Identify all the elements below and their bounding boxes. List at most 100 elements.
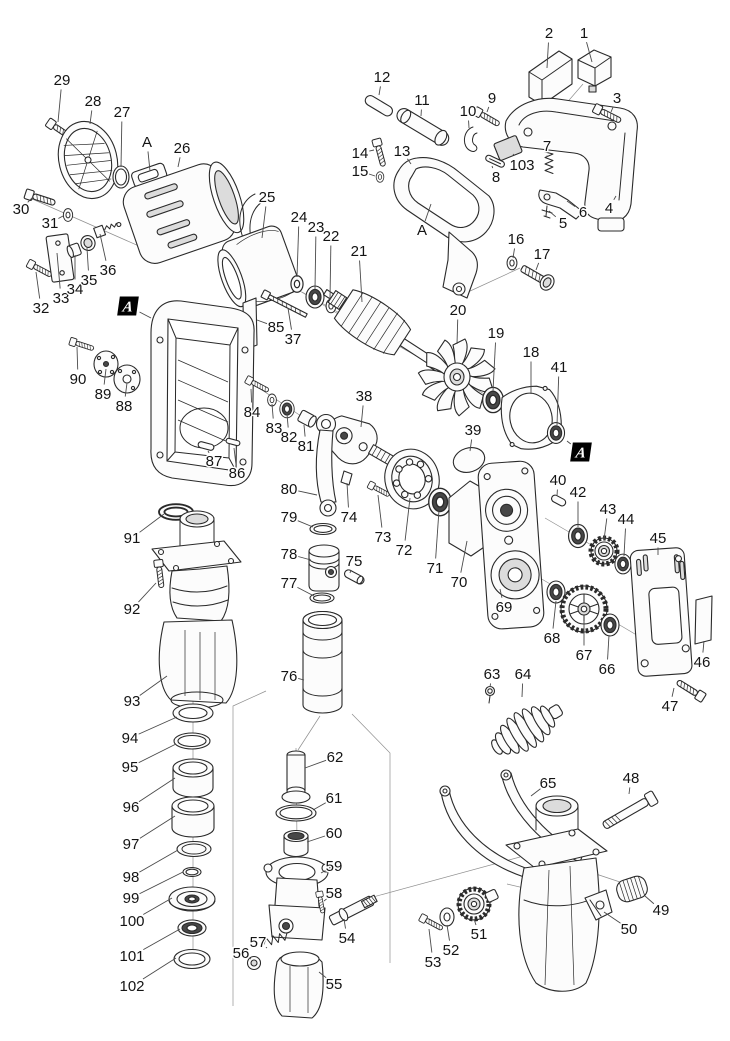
leader-line-9 (486, 106, 490, 113)
leader-line-91 (139, 513, 165, 533)
leader-line-8 (491, 165, 494, 169)
leader-line-77 (297, 586, 315, 597)
part-number-label-41: 41 (551, 359, 568, 376)
leader-line-A (147, 151, 151, 172)
leader-line-43 (603, 518, 608, 541)
part-shape-96-sleeve (172, 758, 214, 798)
leader-line-66 (607, 634, 610, 660)
part-number-label-83: 83 (266, 420, 283, 437)
leader-line-37 (287, 307, 292, 330)
leader-line-56 (248, 957, 252, 960)
svg-text:A: A (121, 300, 134, 316)
leader-line-80 (298, 490, 318, 496)
leader-line-41 (556, 376, 560, 426)
svg-text:A: A (574, 446, 587, 462)
part-number-label-2: 2 (545, 25, 553, 42)
leader-line-20 (456, 319, 459, 345)
part-number-label-53: 53 (425, 954, 442, 971)
part-shape-11-tube (396, 108, 450, 146)
part-number-label-35: 35 (81, 272, 98, 289)
part-number-label-99: 99 (123, 890, 140, 907)
part-number-label-42: 42 (570, 484, 587, 501)
part-shape-37-long-screw (260, 289, 308, 318)
part-shape-103-block (493, 135, 523, 161)
part-number-label-91: 91 (124, 530, 141, 547)
leader-line-24 (296, 226, 300, 278)
part-number-label-100: 100 (119, 913, 144, 930)
leader-line-60 (306, 835, 326, 843)
part-number-label-84: 84 (244, 404, 261, 421)
part-number-label-63: 63 (484, 666, 501, 683)
leader-line-2 (546, 42, 549, 69)
leader-line-14 (369, 149, 375, 152)
leader-line-22 (329, 245, 332, 300)
part-number-label-23: 23 (308, 219, 325, 236)
part-shape-60-sleeve (283, 829, 309, 858)
part-number-label-89: 89 (95, 386, 112, 403)
part-shape-59-flange-housing (263, 856, 331, 941)
part-number-label-94: 94 (122, 730, 139, 747)
leader-line-25 (261, 206, 267, 239)
leader-line-29 (57, 89, 62, 123)
part-shape-47-screw (674, 677, 707, 704)
part-number-label-80: 80 (281, 481, 298, 498)
leader-line-103 (512, 153, 515, 156)
view-marker-badge: A (570, 442, 592, 462)
leader-line-71 (435, 509, 440, 559)
leader-line-19 (492, 342, 496, 392)
part-number-label-74: 74 (341, 509, 358, 526)
leader-line-36 (99, 233, 107, 261)
leader-line-12 (378, 86, 381, 96)
part-shape-79-ring (309, 522, 337, 536)
part-number-label-33: 33 (53, 290, 70, 307)
leader-line-21 (359, 260, 363, 303)
part-shape-52-washer (439, 907, 455, 927)
part-shape-4-handle-frame (504, 97, 638, 232)
part-shape-16-washer (506, 255, 518, 271)
part-number-label-10: 10 (460, 103, 477, 120)
part-shape-46-label (694, 595, 713, 645)
leader-line-58 (323, 898, 327, 902)
leader-line-88 (124, 382, 128, 397)
leader-line-5 (548, 210, 557, 218)
part-shape-89-cover (93, 350, 119, 378)
part-shape-102-ring (173, 948, 211, 970)
part-number-label-25: 25 (259, 189, 276, 206)
exploded-view-artwork (23, 49, 713, 1019)
part-shape-28-vent-disc (57, 120, 119, 200)
leader-line-39 (469, 439, 473, 452)
leader-line-90 (76, 346, 79, 370)
part-shape-25-stator (217, 193, 300, 308)
part-shape-9-screw (472, 106, 502, 129)
part-shape-36-carbon-brush (93, 221, 122, 239)
part-shape-93-crank-housing (151, 510, 242, 709)
part-number-label-44: 44 (618, 511, 635, 528)
part-number-label-45: 45 (650, 530, 667, 547)
part-shape-13-grip (393, 157, 495, 299)
part-number-label-88: 88 (116, 398, 133, 415)
leader-line-62 (304, 759, 327, 769)
leader-line-87 (207, 450, 210, 454)
part-number-label-11: 11 (414, 92, 430, 109)
part-number-label-85: 85 (268, 319, 285, 336)
part-number-label-78: 78 (281, 546, 298, 563)
leader-line-26 (177, 157, 181, 168)
leader-line-49 (644, 895, 655, 905)
part-shape-64-bellows (491, 704, 563, 755)
part-number-label-34: 34 (67, 281, 84, 298)
part-shape-39-seal (452, 447, 486, 473)
part-number-label-52: 52 (443, 942, 460, 959)
leader-line-78 (298, 556, 312, 561)
part-shape-75-pin (343, 569, 365, 585)
leader-line-51 (473, 918, 477, 926)
part-shape-97-cylinder (171, 796, 215, 838)
part-shape-8-pin (485, 154, 505, 168)
part-number-label-61: 61 (326, 790, 343, 807)
part-number-label-73: 73 (375, 529, 392, 546)
leader-line-98 (139, 849, 179, 873)
leader-line-73 (377, 494, 383, 528)
part-shape-1-switch (577, 49, 612, 93)
leader-line-32 (35, 271, 41, 299)
part-shape-2-plate (528, 50, 573, 106)
